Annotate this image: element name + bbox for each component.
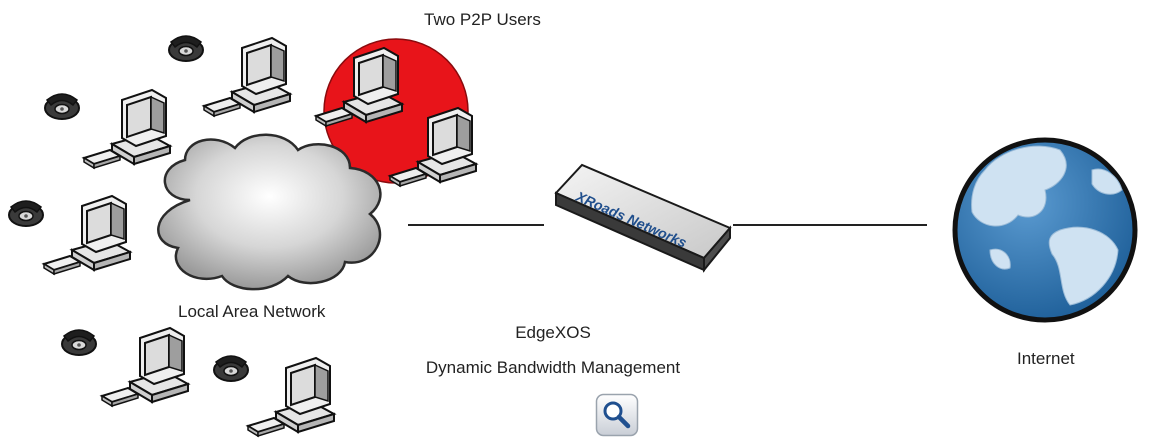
- zoom-button[interactable]: [595, 393, 639, 437]
- cloud-icon: [157, 133, 382, 291]
- desktop-computer-icon: [43, 195, 131, 275]
- telephone-icon: [168, 35, 204, 62]
- edgexos-subtitle-label: Dynamic Bandwidth Management: [425, 358, 681, 377]
- edgexos-title-label: EdgeXOS: [515, 323, 591, 342]
- desktop-computer-icon: [203, 37, 291, 117]
- internet-label: Internet: [1017, 349, 1075, 368]
- telephone-icon: [44, 93, 80, 120]
- magnifier-icon: [595, 393, 639, 437]
- router-appliance-icon: XRoads Networks: [554, 163, 732, 273]
- globe-icon: [952, 137, 1138, 323]
- desktop-computer-icon: [83, 89, 171, 169]
- telephone-icon: [8, 200, 44, 227]
- lan-label: Local Area Network: [178, 302, 326, 321]
- p2p-users-label: Two P2P Users: [424, 10, 541, 29]
